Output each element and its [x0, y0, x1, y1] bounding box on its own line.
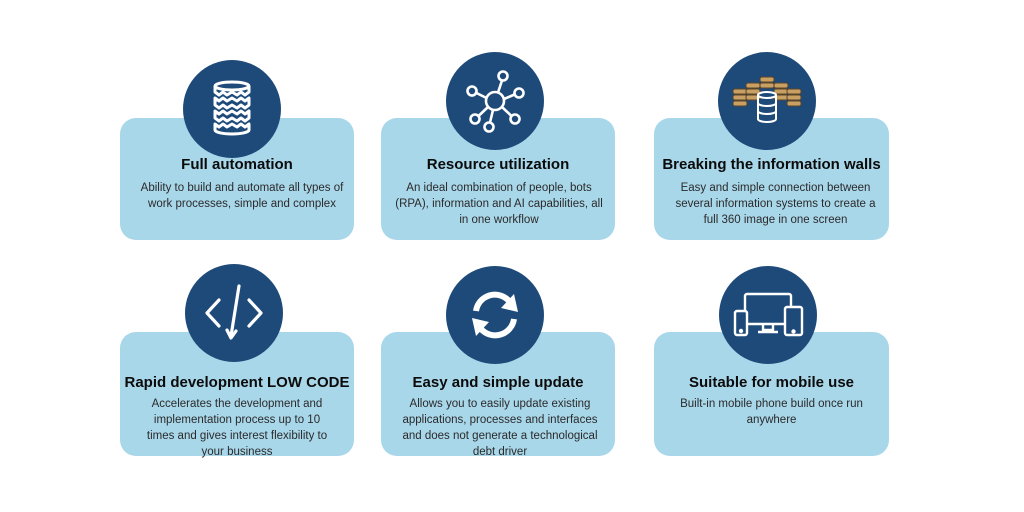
- network-nodes-icon: [446, 52, 544, 150]
- feature-title: Rapid development LOW CODE: [124, 374, 350, 391]
- refresh-arrows-icon: [446, 266, 544, 364]
- database-stacks-icon: [718, 52, 816, 150]
- feature-description: Easy and simple connection between sever…: [675, 182, 876, 226]
- feature-title: Full automation: [181, 156, 293, 173]
- feature-title: Easy and simple update: [412, 374, 584, 391]
- feature-card-rapid-development: Rapid development LOW CODE Accelerates t…: [120, 332, 354, 458]
- feature-title: Breaking the information walls: [662, 156, 881, 173]
- feature-description: Accelerates the development and implemen…: [146, 398, 328, 458]
- feature-card-mobile-use: Suitable for mobile use Built-in mobile …: [654, 332, 889, 456]
- feature-description: Ability to build and automate all types …: [140, 182, 344, 210]
- stacked-discs-icon: [183, 60, 281, 158]
- feature-description: Allows you to easily update existing app…: [402, 398, 598, 458]
- feature-title: Resource utilization: [426, 156, 570, 173]
- feature-description: Built-in mobile phone build once run any…: [680, 398, 863, 426]
- feature-description: An ideal combination of people, bots (RP…: [395, 182, 603, 226]
- feature-card-resource-utilization: Resource utilization An ideal combinatio…: [381, 118, 615, 240]
- devices-icon: [719, 266, 817, 364]
- feature-title: Suitable for mobile use: [688, 374, 855, 391]
- code-brackets-icon: [185, 264, 283, 362]
